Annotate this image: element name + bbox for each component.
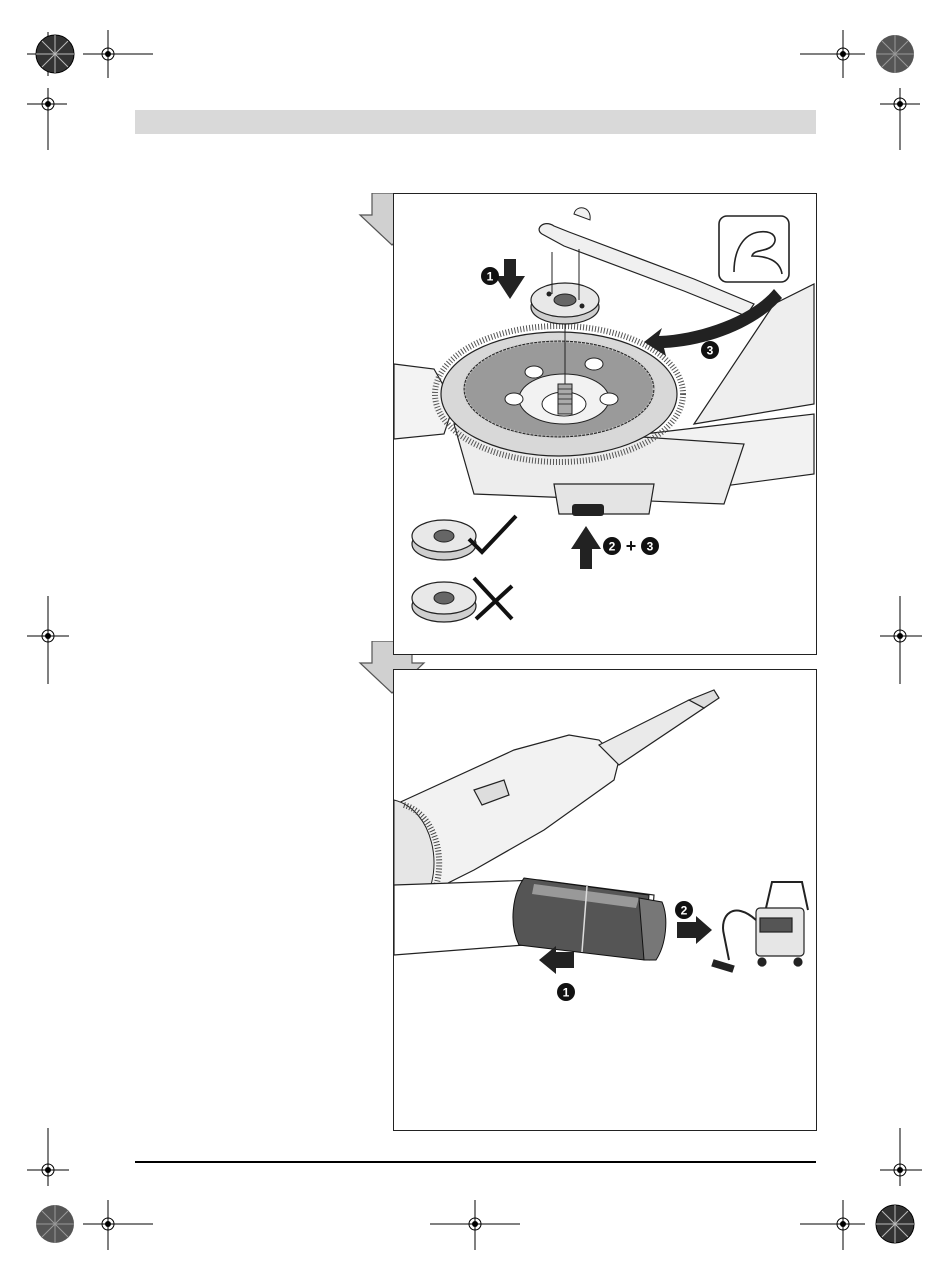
strength-arm-icon [719, 216, 789, 282]
crop-target-icon [83, 1200, 153, 1250]
crop-target-icon [880, 1128, 922, 1186]
vacuum-cleaner-icon [712, 882, 808, 972]
crop-target-icon [27, 596, 69, 684]
step-badge-connect: 2 [675, 901, 693, 919]
step-badge-1: 1 [481, 267, 499, 285]
crop-target-icon [27, 88, 67, 150]
extraction-tube [394, 878, 666, 960]
cross-mark-icon [474, 578, 512, 619]
grinder-handle [394, 690, 719, 910]
registration-dial-icon [876, 35, 914, 73]
connect-arrow-icon [677, 916, 712, 944]
crop-target-icon [880, 596, 922, 684]
registration-dial-icon [36, 35, 74, 73]
step-1-label: 1 [487, 270, 494, 284]
step-3b-label: 3 [647, 540, 654, 554]
figure-1-panel: 1 3 2 + 3 [393, 193, 817, 655]
step-badge-2-plus-3: 2 + 3 [603, 536, 659, 556]
crop-target-icon [800, 1200, 865, 1250]
figure-2-illustration: 1 2 [394, 670, 816, 1130]
spindle-lock-button [572, 504, 604, 516]
step-2-label: 2 [609, 540, 616, 554]
crop-target-icon [83, 30, 153, 78]
nut-incorrect [412, 582, 476, 622]
push-step-label: 1 [563, 986, 570, 1000]
crop-target-icon [27, 1128, 69, 1186]
nut-correct [412, 520, 476, 560]
step-3-label: 3 [707, 344, 714, 358]
crop-target-icon [880, 88, 920, 150]
crop-target-icon [800, 30, 865, 78]
clamping-nut [531, 283, 599, 324]
registration-dial-icon [876, 1205, 914, 1243]
registration-dial-icon [36, 1205, 74, 1243]
connect-step-label: 2 [681, 904, 688, 918]
step-badge-push: 1 [557, 983, 575, 1001]
up-arrow-icon [571, 526, 601, 569]
figure-1-illustration: 1 3 2 + 3 [394, 194, 816, 654]
plus-sign: + [626, 536, 637, 556]
figure-2-panel: 1 2 [393, 669, 817, 1131]
down-arrow-icon [495, 259, 525, 299]
step-badge-3: 3 [701, 341, 719, 359]
